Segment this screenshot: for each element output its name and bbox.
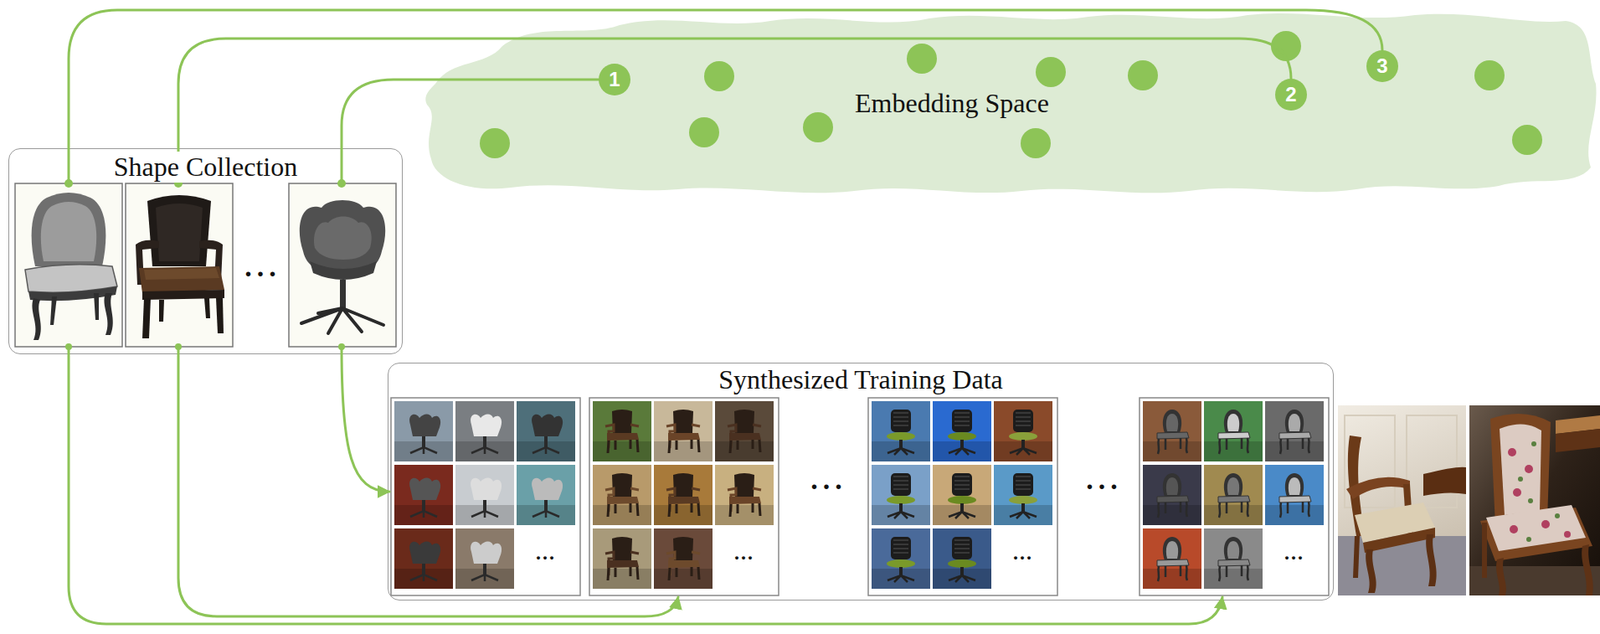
training-thumbnail [932,528,992,589]
real-photo [1469,405,1600,596]
training-thumbnail [871,464,931,525]
collection-box: Synthesized Training Data [387,362,1334,601]
training-thumbnail [871,528,931,589]
training-thumbnail [1142,464,1202,525]
training-thumbnail [932,464,992,525]
embedding-cloud: Embedding Space 1 2 3 [426,12,1597,195]
link-dots [64,179,346,350]
training-thumbnail [1203,528,1263,589]
training-thumbnail [516,464,576,525]
embedding-point: 1 [598,63,631,96]
training-thumbnail [715,464,774,525]
training-thumbnail [394,464,453,525]
render-link [68,346,1223,624]
ellipsis: ... [1085,465,1123,494]
training-thumbnail [653,401,713,462]
training-thumbnail [1203,401,1263,462]
training-thumbnail [394,401,453,462]
callout-number: 1 [608,69,620,90]
shape-link [341,79,599,184]
training-thumbnail [993,401,1053,462]
classic-chair [25,192,118,340]
training-thumbnail [455,464,515,525]
training-thumbnail [592,464,652,525]
training-thumbnail [1203,464,1263,525]
training-thumbnail [1142,528,1202,589]
armchair [135,195,225,339]
embedding-point: 3 [1366,50,1399,83]
training-thumbnail [871,401,931,462]
ellipsis: ... [1013,542,1034,563]
training-groups [390,397,1329,596]
box-title: Synthesized Training Data [714,364,1008,396]
render-link [341,346,390,492]
training-thumbnail [1265,401,1324,462]
training-thumbnail [653,464,713,525]
render-link [178,346,679,617]
embedding-point: 2 [1275,78,1307,111]
training-thumbnail [653,528,713,589]
training-thumbnail [592,401,652,462]
shape-link [178,38,1292,184]
ellipsis: ... [244,252,282,282]
ellipsis: ... [1284,542,1305,563]
ellipsis: ... [734,542,755,563]
training-thumbnail [1142,401,1202,462]
training-thumbnail [455,401,515,462]
real-photo [1337,405,1467,596]
training-thumbnail [592,528,652,589]
box-title: Shape Collection [109,151,303,183]
chair-frames [15,183,397,347]
callout-number: 2 [1285,84,1297,105]
training-thumbnail [993,464,1053,525]
swan-chair [299,200,386,334]
training-thumbnail [455,528,515,589]
training-thumbnail [715,401,774,462]
training-thumbnail [1265,464,1324,525]
training-thumbnails [394,401,1324,589]
box-title: Embedding Space [854,87,1050,119]
ellipsis: ... [810,465,848,494]
training-thumbnail [932,401,992,462]
callout-number: 3 [1376,56,1388,77]
ellipsis: ... [535,542,556,563]
training-thumbnail [516,401,576,462]
training-thumbnail [394,528,453,589]
shape-link [68,10,1383,184]
